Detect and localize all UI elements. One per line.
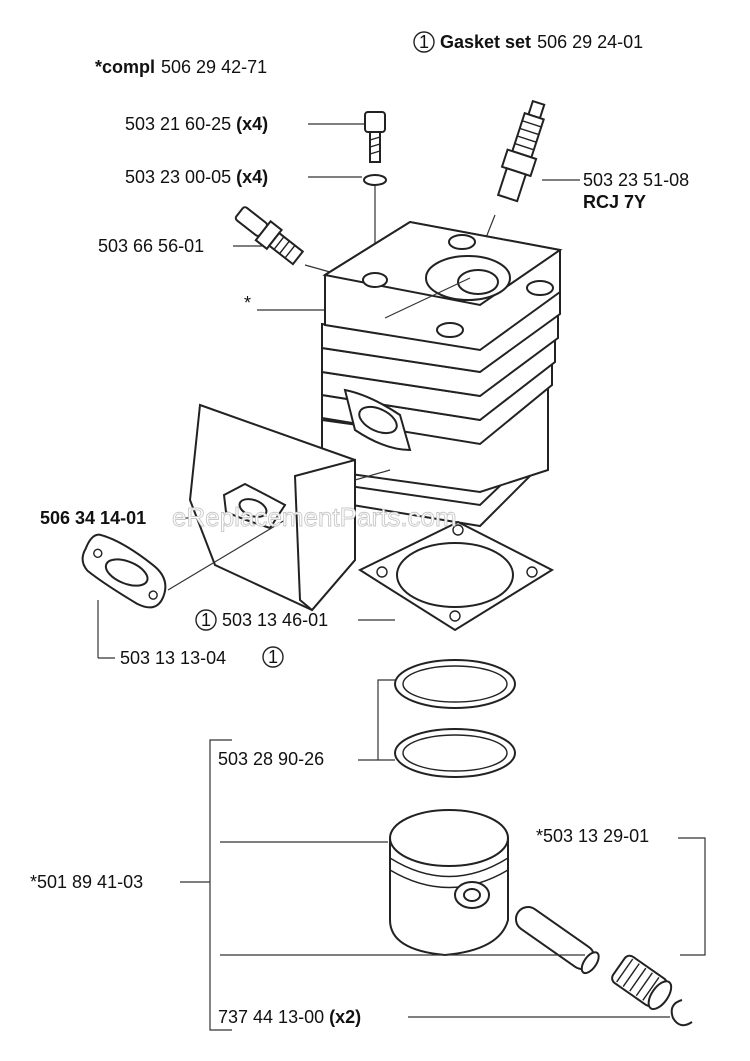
screw-part bbox=[364, 111, 386, 163]
spark-plug-part bbox=[496, 99, 546, 203]
cylinder-part bbox=[321, 220, 563, 528]
part-label-spark-plug: 503 23 51-08 bbox=[583, 170, 689, 190]
part-label-spark-plug-type: RCJ 7Y bbox=[583, 192, 646, 212]
piston-ring-upper bbox=[394, 659, 516, 709]
circlip-part bbox=[670, 999, 693, 1027]
leader-line bbox=[358, 679, 395, 761]
assembly-line bbox=[384, 277, 471, 319]
heat-shield-part bbox=[188, 403, 356, 612]
piston-pin-part bbox=[514, 906, 600, 975]
cylinder-gasket-marker-circle bbox=[195, 609, 217, 631]
exhaust-gasket-marker: 1 bbox=[268, 647, 278, 667]
part-label-circlip: 737 44 13-00(x2) bbox=[218, 1007, 361, 1027]
part-label-piston-rings: 503 28 90-26 bbox=[218, 749, 324, 769]
assembly-line bbox=[354, 469, 391, 481]
exhaust-gasket-part bbox=[81, 533, 167, 609]
bracket-line bbox=[209, 739, 232, 1031]
part-label-valve: 503 66 56-01 bbox=[98, 236, 204, 256]
part-label-exhaust-gasket: 503 13 13-04 bbox=[120, 648, 226, 668]
assembly-line bbox=[167, 519, 286, 591]
exhaust-gasket-marker-circle bbox=[262, 646, 284, 668]
cylinder-gasket-marker: 1 bbox=[201, 610, 211, 630]
cylinder-gasket-part bbox=[357, 520, 555, 632]
part-label-cylinder: * bbox=[244, 293, 251, 313]
part-label-screw: 503 21 60-25(x4) bbox=[125, 114, 268, 134]
decompression-valve-part bbox=[234, 206, 305, 266]
part-label-washer: 503 23 00-05(x4) bbox=[125, 167, 268, 187]
part-label-heat-shield: 506 34 14-01 bbox=[40, 508, 146, 528]
assembly-line bbox=[304, 264, 331, 273]
piston-ring-lower bbox=[394, 728, 516, 778]
watermark: eReplacementParts.com bbox=[172, 502, 457, 532]
needle-bearing-part bbox=[611, 954, 673, 1011]
part-label-piston-assembly: *501 89 41-03 bbox=[30, 872, 143, 892]
leader-line bbox=[678, 837, 706, 956]
washer-part bbox=[363, 174, 387, 186]
piston-part bbox=[389, 809, 509, 957]
part-label-needle-bearing: *503 13 29-01 bbox=[536, 826, 649, 846]
svg-text:1: 1 bbox=[419, 32, 429, 52]
part-label-cylinder-gasket: 503 13 46-01 bbox=[222, 610, 328, 630]
gasket-set-marker-circle bbox=[413, 31, 435, 53]
